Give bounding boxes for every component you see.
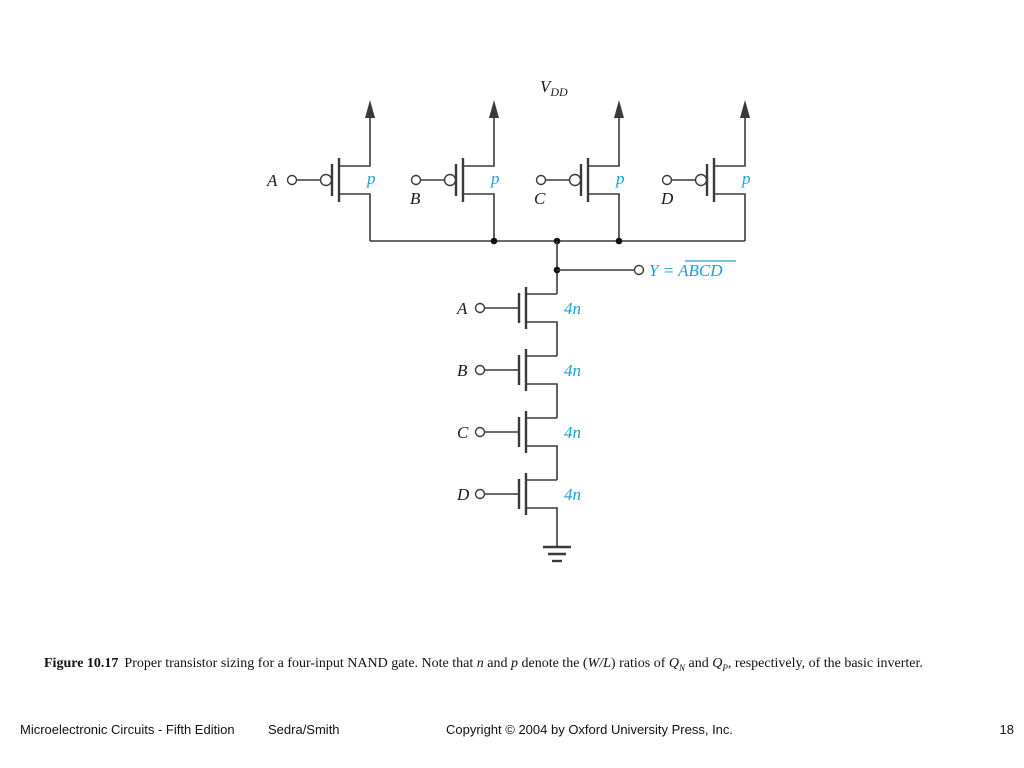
input-terminal-b — [410, 174, 422, 186]
pmos-transistor-d: D p — [660, 100, 751, 241]
nmos-input-label-a: A — [456, 299, 468, 318]
nmos-size-label-c: 4n — [564, 423, 581, 442]
ground-icon — [543, 545, 571, 563]
pmos-size-label-a: p — [366, 169, 376, 188]
footer-authors: Sedra/Smith — [268, 722, 340, 737]
nmos-transistor-d: D 4n — [456, 473, 581, 546]
nmos-size-label-d: 4n — [564, 485, 581, 504]
footer-copyright: Copyright © 2004 by Oxford University Pr… — [446, 722, 734, 737]
footer-page-number: 18 — [999, 722, 1014, 737]
output-label: Y = ABCD — [649, 260, 736, 280]
pmos-transistor-c: C p — [534, 100, 625, 241]
pmos-size-label-b: p — [490, 169, 500, 188]
vdd-arrow-icon — [740, 100, 750, 118]
pmos-size-label-d: p — [741, 169, 751, 188]
nmos-transistor-c: C 4n — [457, 411, 581, 480]
pmos-input-label-d: D — [660, 189, 674, 208]
vdd-label: VDD — [540, 77, 568, 99]
figure-number: Figure 10.17 — [44, 656, 119, 671]
nmos-size-label-b: 4n — [564, 361, 581, 380]
nand-gate-schematic: VDD A p B p C p — [266, 77, 751, 563]
svg-text:Y = ABCD: Y = ABCD — [649, 261, 723, 280]
pmos-transistor-b: B p — [410, 100, 500, 241]
vdd-arrow-icon — [365, 100, 375, 118]
vdd-arrow-icon — [614, 100, 624, 118]
nmos-transistor-a: A 4n — [456, 287, 581, 356]
nmos-transistor-b: B 4n — [457, 349, 581, 418]
nmos-input-terminal-d — [474, 488, 486, 500]
vdd-arrow-icon — [489, 100, 499, 118]
nmos-input-label-d: D — [456, 485, 470, 504]
pmos-input-label-b: B — [410, 189, 421, 208]
input-terminal-a — [286, 174, 298, 186]
nmos-input-terminal-b — [474, 364, 486, 376]
pmos-transistor-a: A p — [266, 100, 376, 241]
nmos-size-label-a: 4n — [564, 299, 581, 318]
nmos-input-terminal-c — [474, 426, 486, 438]
nmos-input-terminal-a — [474, 302, 486, 314]
pmos-size-label-c: p — [615, 169, 625, 188]
nmos-input-label-b: B — [457, 361, 468, 380]
pmos-input-label-a: A — [266, 171, 278, 190]
slide-footer: Microelectronic Circuits - Fifth Edition… — [0, 722, 1024, 742]
output-terminal — [633, 264, 645, 276]
nmos-input-label-c: C — [457, 423, 469, 442]
input-terminal-c — [535, 174, 547, 186]
footer-book-title: Microelectronic Circuits - Fifth Edition — [20, 722, 235, 737]
input-terminal-d — [661, 174, 673, 186]
pmos-input-label-c: C — [534, 189, 546, 208]
